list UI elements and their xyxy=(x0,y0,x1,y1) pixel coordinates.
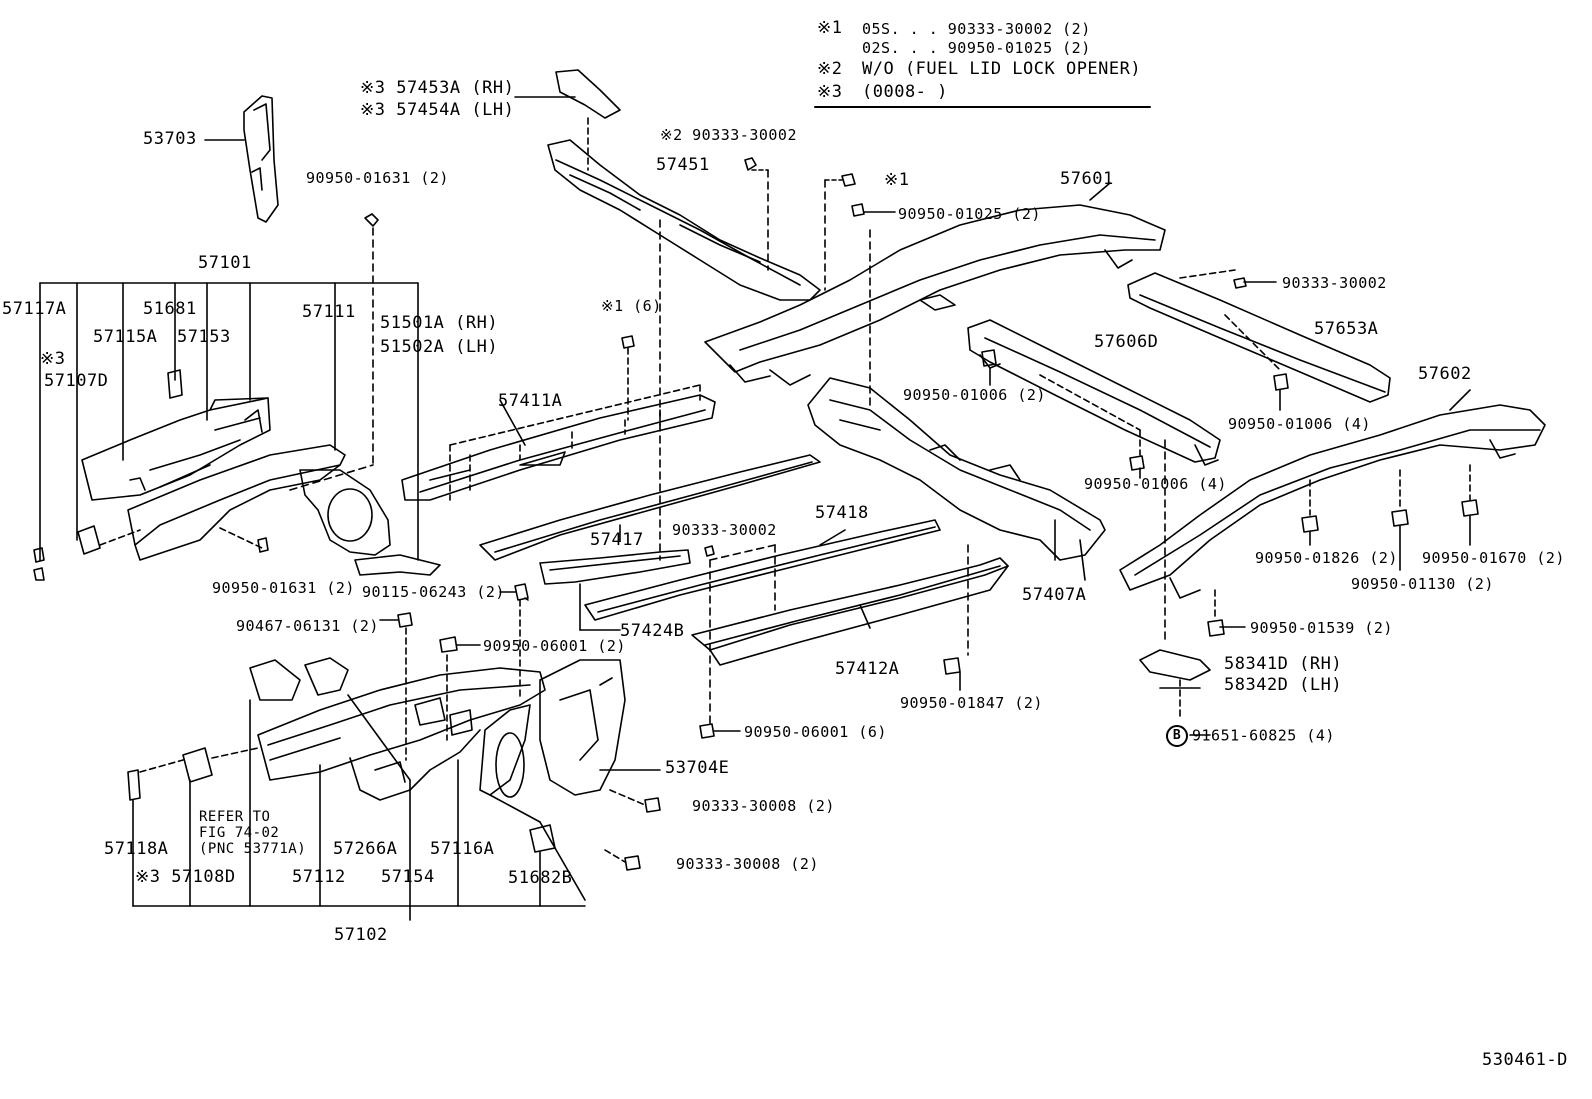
part-57407A xyxy=(807,229,1106,561)
label-57154: 57154 xyxy=(381,867,435,887)
label-57101: 57101 xyxy=(198,253,252,273)
label-90950-01006-b: 90950-01006 (4) xyxy=(1228,415,1371,433)
label-53704E: 53704E xyxy=(665,758,730,778)
bracket-57102 xyxy=(132,694,586,921)
label-90950-01847: 90950-01847 (2) xyxy=(900,694,1043,712)
note-2-mark: ※2 xyxy=(817,59,843,79)
part-57411A xyxy=(401,335,716,501)
label-57102: 57102 xyxy=(334,925,388,945)
label-90333-30002-right: 90333-30002 xyxy=(1282,274,1387,292)
label-90467-06131: 90467-06131 (2) xyxy=(236,617,379,635)
label-51682B: 51682B xyxy=(508,868,573,888)
part-57417 xyxy=(479,454,821,561)
label-90115-06243: 90115-06243 (2) xyxy=(362,583,505,601)
label-90950-01130: 90950-01130 (2) xyxy=(1351,575,1494,593)
leader-lines xyxy=(524,281,1471,736)
label-57116A: 57116A xyxy=(430,839,495,859)
part-57102-assembly xyxy=(127,583,661,901)
label-51501A: 51501A (RH) xyxy=(380,313,499,333)
note-1-mark: ※1 xyxy=(817,18,843,38)
label-90950-01006-c: 90950-01006 (4) xyxy=(1084,475,1227,493)
label-57606D: 57606D xyxy=(1094,332,1159,352)
label-58342D: 58342D (LH) xyxy=(1224,675,1343,695)
label-90950-01670: 90950-01670 (2) xyxy=(1422,549,1565,567)
label-57601: 57601 xyxy=(1060,169,1114,189)
label-57266A: 57266A xyxy=(333,839,398,859)
part-57424B xyxy=(539,549,691,631)
label-90950-01006-a: 90950-01006 (2) xyxy=(903,386,1046,404)
label-57411A: 57411A xyxy=(498,391,563,411)
bracket-57101 xyxy=(39,282,419,561)
label-57115A: 57115A xyxy=(93,327,158,347)
label-57454A: ※3 57454A (LH) xyxy=(360,100,515,120)
label-refer-3: (PNC 53771A) xyxy=(199,841,307,857)
label-57602: 57602 xyxy=(1418,364,1472,384)
label-57453A: ※3 57453A (RH) xyxy=(360,78,515,98)
label-90950-01539: 90950-01539 (2) xyxy=(1250,619,1393,637)
label-refer-2: FIG 74-02 xyxy=(199,825,280,841)
part-57601 xyxy=(704,173,1166,386)
label-91651-60825-text: 91651-60825 (4) xyxy=(1192,726,1335,745)
label-90333-30008-a: 90333-30008 (2) xyxy=(692,797,835,815)
label-57112: 57112 xyxy=(292,867,346,887)
label-57412A: 57412A xyxy=(835,659,900,679)
label-90950-01826: 90950-01826 (2) xyxy=(1255,549,1398,567)
label-90950-01631-top: 90950-01631 (2) xyxy=(306,169,449,187)
label-refer-1: REFER TO xyxy=(199,809,271,825)
label-57451: 57451 xyxy=(656,155,710,175)
label-57111: 57111 xyxy=(302,302,356,322)
label-note1-mark-right: ※1 xyxy=(884,170,910,190)
part-53703 xyxy=(204,95,279,223)
label-57417: 57417 xyxy=(590,530,644,550)
note-1-line2: 02S. . . 90950-01025 (2) xyxy=(862,39,1091,57)
label-90333-30002-n2: ※2 90333-30002 xyxy=(660,126,797,144)
label-57118A: 57118A xyxy=(104,839,169,859)
b-circle-icon: B xyxy=(1166,725,1188,747)
label-note1-6: ※1 (6) xyxy=(601,297,662,315)
label-51502A: 51502A (LH) xyxy=(380,337,499,357)
label-57424B: 57424B xyxy=(620,621,685,641)
part-57412A xyxy=(691,544,1009,739)
label-57117A: 57117A xyxy=(2,299,67,319)
label-90950-01631-bot: 90950-01631 (2) xyxy=(212,579,355,597)
note-3-mark: ※3 xyxy=(817,82,843,102)
part-57653A xyxy=(1127,269,1391,403)
label-90950-01025: 90950-01025 (2) xyxy=(898,205,1041,223)
part-57111-assembly xyxy=(33,213,441,581)
label-51681: 51681 xyxy=(143,299,197,319)
label-57153: 57153 xyxy=(177,327,231,347)
note-1-line1: 05S. . . 90333-30002 (2) xyxy=(862,20,1091,38)
label-90333-30008-b: 90333-30008 (2) xyxy=(676,855,819,873)
label-53703: 53703 xyxy=(143,129,197,149)
figure-code: 530461-D xyxy=(1482,1050,1568,1070)
label-57418: 57418 xyxy=(815,503,869,523)
label-90333-30002-mid: 90333-30002 xyxy=(672,521,777,539)
part-57418 xyxy=(584,519,941,726)
label-57407A: 57407A xyxy=(1022,585,1087,605)
label-58341D: 58341D (RH) xyxy=(1224,654,1343,674)
note-2-text: W/O (FUEL LID LOCK OPENER) xyxy=(862,59,1142,79)
label-57108D: ※3 57108D xyxy=(135,867,236,887)
label-57653A: 57653A xyxy=(1314,319,1379,339)
label-57107D: 57107D xyxy=(44,371,109,391)
note-3-text: (0008- ) xyxy=(862,82,948,102)
label-57107D-mark: ※3 xyxy=(40,349,66,369)
label-90950-06001-bot: 90950-06001 (6) xyxy=(744,723,887,741)
label-90950-06001-top: 90950-06001 (2) xyxy=(483,637,626,655)
part-57602 xyxy=(1119,389,1546,721)
